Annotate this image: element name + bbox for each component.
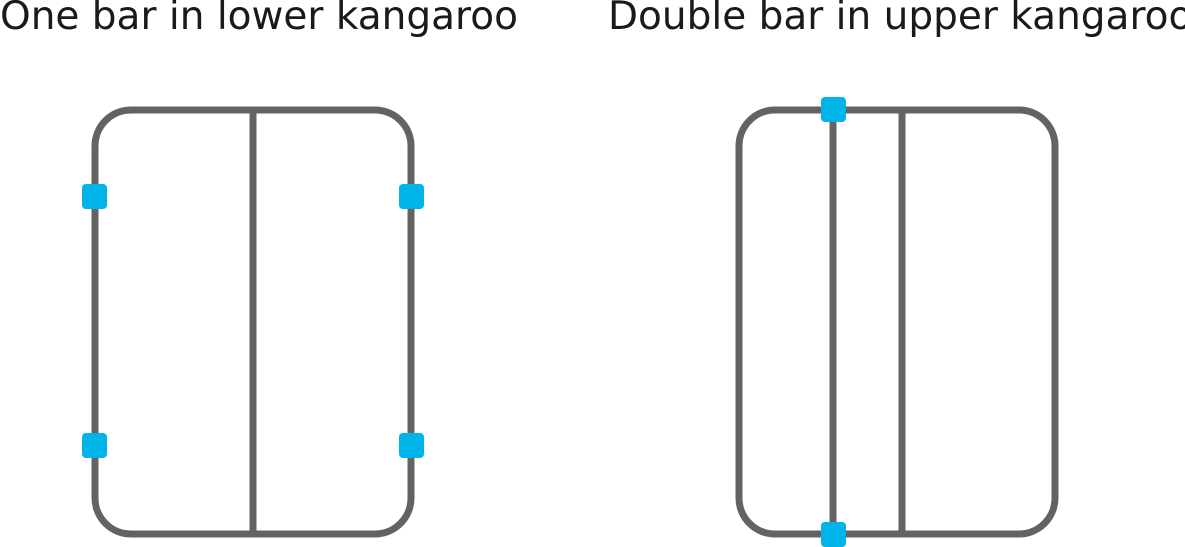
handle-top	[821, 97, 846, 122]
diagram-title-one-bar: One bar in lower kangaroo	[0, 0, 518, 39]
handle-right-upper	[399, 184, 424, 209]
double-bar-diagram	[735, 97, 1059, 547]
handle-right-lower	[399, 433, 424, 458]
one-bar-diagram	[82, 106, 424, 538]
handle-left-upper	[82, 184, 107, 209]
handle-left-lower	[82, 433, 107, 458]
handle-bottom	[821, 522, 846, 547]
diagram-title-double-bar: Double bar in upper kangaroo	[608, 0, 1185, 39]
double-bar-frame	[735, 106, 1059, 538]
